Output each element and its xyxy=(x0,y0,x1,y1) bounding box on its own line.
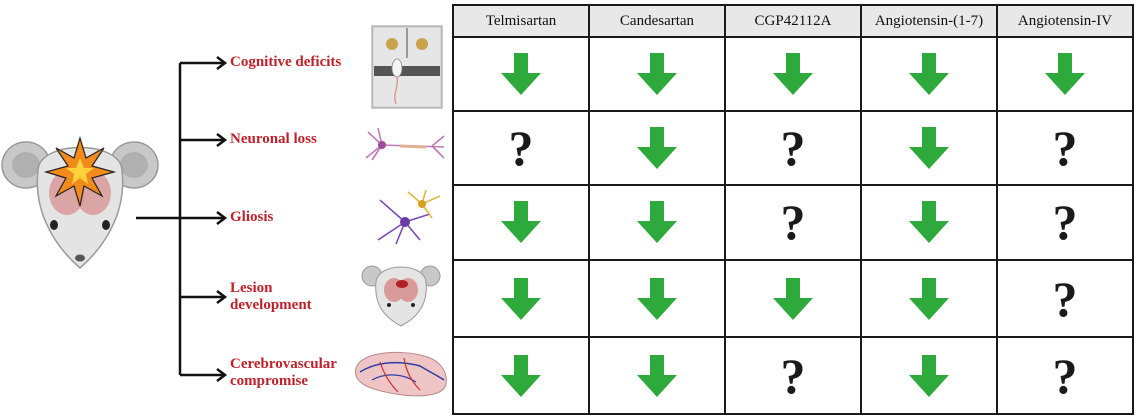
table-cell xyxy=(452,259,590,339)
question-mark-icon: ? xyxy=(1052,270,1078,327)
question-mark-icon: ? xyxy=(1052,347,1078,404)
down-arrow-icon xyxy=(637,354,677,397)
table-cell xyxy=(724,259,862,339)
down-arrow-icon xyxy=(909,126,949,169)
outcome-label-gliosis: Gliosis xyxy=(230,209,273,226)
down-arrow-shape xyxy=(1045,52,1085,95)
table-cell: ? xyxy=(452,109,590,186)
down-arrow-shape xyxy=(637,201,677,244)
table-row-cerebrovascular: ?? xyxy=(452,336,1134,415)
table-cell xyxy=(452,36,590,112)
table-cell xyxy=(860,336,998,415)
down-arrow-icon xyxy=(501,354,541,397)
outcome-label-cognitive: Cognitive deficits xyxy=(230,54,341,71)
down-arrow-icon xyxy=(909,201,949,244)
question-mark-icon: ? xyxy=(780,347,806,404)
table-cell xyxy=(452,183,590,262)
down-arrow-shape xyxy=(637,277,677,320)
down-arrow-shape xyxy=(501,201,541,244)
table-row-gliosis: ?? xyxy=(452,183,1134,262)
column-header: CGP42112A xyxy=(724,4,862,38)
down-arrow-shape xyxy=(909,354,949,397)
table-cell: ? xyxy=(996,259,1134,339)
question-mark-icon: ? xyxy=(1052,194,1078,251)
injury-outcome-diagram xyxy=(1,25,447,397)
table-cell xyxy=(452,336,590,415)
down-arrow-shape xyxy=(909,277,949,320)
down-arrow-shape xyxy=(637,354,677,397)
down-arrow-shape xyxy=(501,52,541,95)
table-cell: ? xyxy=(724,109,862,186)
down-arrow-icon xyxy=(909,52,949,95)
question-mark-icon: ? xyxy=(780,194,806,251)
down-arrow-icon xyxy=(773,277,813,320)
table-row-lesion: ? xyxy=(452,259,1134,339)
table-cell xyxy=(996,36,1134,112)
down-arrow-shape xyxy=(773,277,813,320)
outcome-label-line: Neuronal loss xyxy=(230,131,317,147)
brain-vasculature-icon xyxy=(355,351,447,397)
down-arrow-icon xyxy=(637,52,677,95)
down-arrow-icon xyxy=(501,201,541,244)
outcome-connector xyxy=(136,56,228,382)
down-arrow-shape xyxy=(773,52,813,95)
column-header: Candesartan xyxy=(588,4,726,38)
down-arrow-shape xyxy=(909,201,949,244)
table-cell: ? xyxy=(996,336,1134,415)
outcome-label-line: development xyxy=(230,297,312,313)
mouse-brain-lesion-icon xyxy=(361,265,441,327)
table-cell xyxy=(860,36,998,112)
down-arrow-icon xyxy=(501,277,541,320)
table-row-neuronal: ??? xyxy=(452,109,1134,186)
outcome-label-line: Lesion xyxy=(230,280,273,296)
column-header: Angiotensin-IV xyxy=(996,4,1134,38)
down-arrow-shape xyxy=(909,126,949,169)
maze-mouse-icon xyxy=(371,25,443,109)
table-cell xyxy=(724,36,862,112)
down-arrow-icon xyxy=(1045,52,1085,95)
down-arrow-icon xyxy=(637,201,677,244)
table-cell xyxy=(588,259,726,339)
neuron-icon xyxy=(365,127,445,161)
down-arrow-shape xyxy=(909,52,949,95)
outcome-label-line: compromise xyxy=(230,373,309,389)
table-row-cognitive xyxy=(452,36,1134,112)
table-cell xyxy=(588,336,726,415)
table-cell xyxy=(588,36,726,112)
table-cell: ? xyxy=(724,183,862,262)
table-cell xyxy=(588,109,726,186)
down-arrow-shape xyxy=(637,126,677,169)
table-cell: ? xyxy=(724,336,862,415)
outcome-label-neuronal: Neuronal loss xyxy=(230,131,317,148)
table-cell xyxy=(588,183,726,262)
down-arrow-shape xyxy=(501,277,541,320)
table-cell xyxy=(860,183,998,262)
outcome-label-line: Cerebrovascular xyxy=(230,356,337,372)
down-arrow-icon xyxy=(909,354,949,397)
outcome-label-line: Gliosis xyxy=(230,209,274,225)
question-mark-icon: ? xyxy=(508,119,534,176)
question-mark-icon: ? xyxy=(1052,119,1078,176)
table-cell xyxy=(860,259,998,339)
down-arrow-icon xyxy=(909,277,949,320)
mouse-head-injury-icon xyxy=(1,135,159,269)
table-cell: ? xyxy=(996,109,1134,186)
column-header: Angiotensin-(1-7) xyxy=(860,4,998,38)
column-header: Telmisartan xyxy=(452,4,590,38)
down-arrow-icon xyxy=(773,52,813,95)
outcome-label-line: Cognitive deficits xyxy=(230,54,342,70)
table-cell: ? xyxy=(996,183,1134,262)
down-arrow-icon xyxy=(501,52,541,95)
down-arrow-shape xyxy=(637,52,677,95)
down-arrow-icon xyxy=(637,126,677,169)
question-mark-icon: ? xyxy=(780,119,806,176)
glial-cell-icon xyxy=(377,189,441,245)
down-arrow-icon xyxy=(637,277,677,320)
down-arrow-shape xyxy=(501,354,541,397)
table-cell xyxy=(860,109,998,186)
